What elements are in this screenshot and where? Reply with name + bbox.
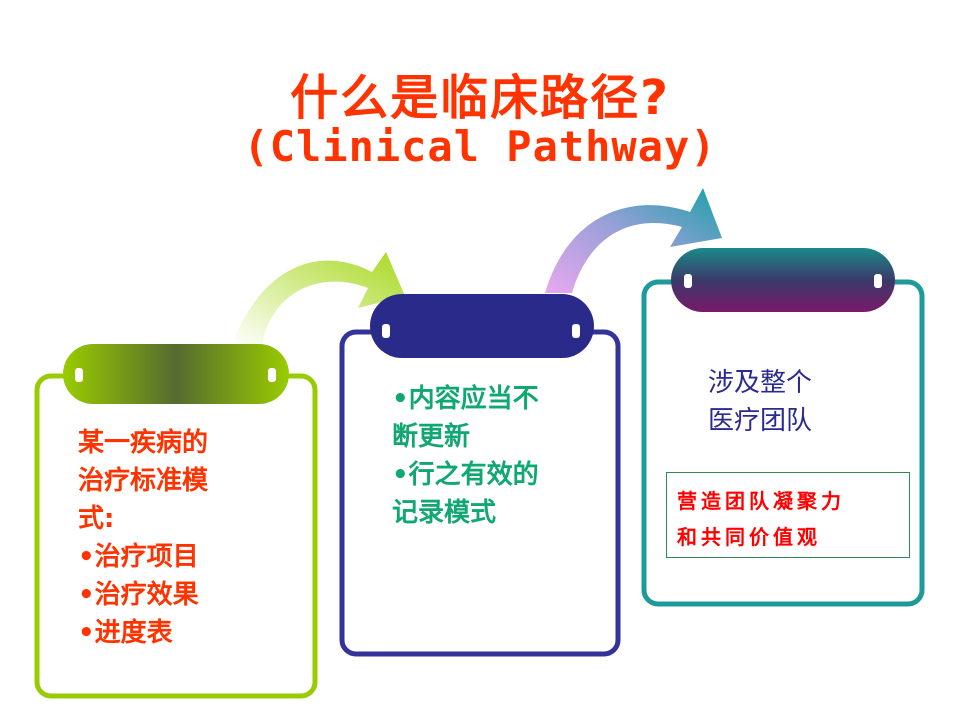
motto-line: 和共同价值观 xyxy=(677,525,821,549)
box-2-bullet: •行之有效的 xyxy=(392,460,539,490)
box-2-line: 断更新 xyxy=(392,422,471,452)
box-2-bullet: •内容应当不 xyxy=(392,384,539,414)
box-2-text: •内容应当不 断更新 •行之有效的 记录模式 xyxy=(392,380,539,532)
box-1-bullet: •进度表 xyxy=(78,618,173,648)
box-1-text: 某一疾病的 治疗标准模 式: •治疗项目 •治疗效果 •进度表 xyxy=(78,424,208,652)
box-1-line: 某一疾病的 xyxy=(78,428,209,458)
page-subtitle: (Clinical Pathway) xyxy=(243,122,717,171)
box-2-header xyxy=(370,294,594,358)
box-1-bullet: •治疗项目 xyxy=(78,542,199,572)
arrow-1 xyxy=(232,252,405,345)
box-3-line: 涉及整个 xyxy=(708,368,813,398)
box-3-text: 涉及整个 医疗团队 xyxy=(708,364,812,440)
arrow-2 xyxy=(545,188,722,293)
box-1-line: 治疗标准模 xyxy=(78,466,209,496)
motto-box: 营造团队凝聚力 和共同价值观 xyxy=(666,472,910,558)
box-1-header xyxy=(63,344,289,404)
box-1-bullet: •治疗效果 xyxy=(78,580,199,610)
page-title: 什么是临床路径? xyxy=(290,70,670,126)
motto-line: 营造团队凝聚力 xyxy=(677,489,845,513)
box-3-line: 医疗团队 xyxy=(708,406,813,436)
box-2-line: 记录模式 xyxy=(392,498,497,528)
box-1-line: 式: xyxy=(78,504,115,534)
box-3-header xyxy=(671,248,895,312)
